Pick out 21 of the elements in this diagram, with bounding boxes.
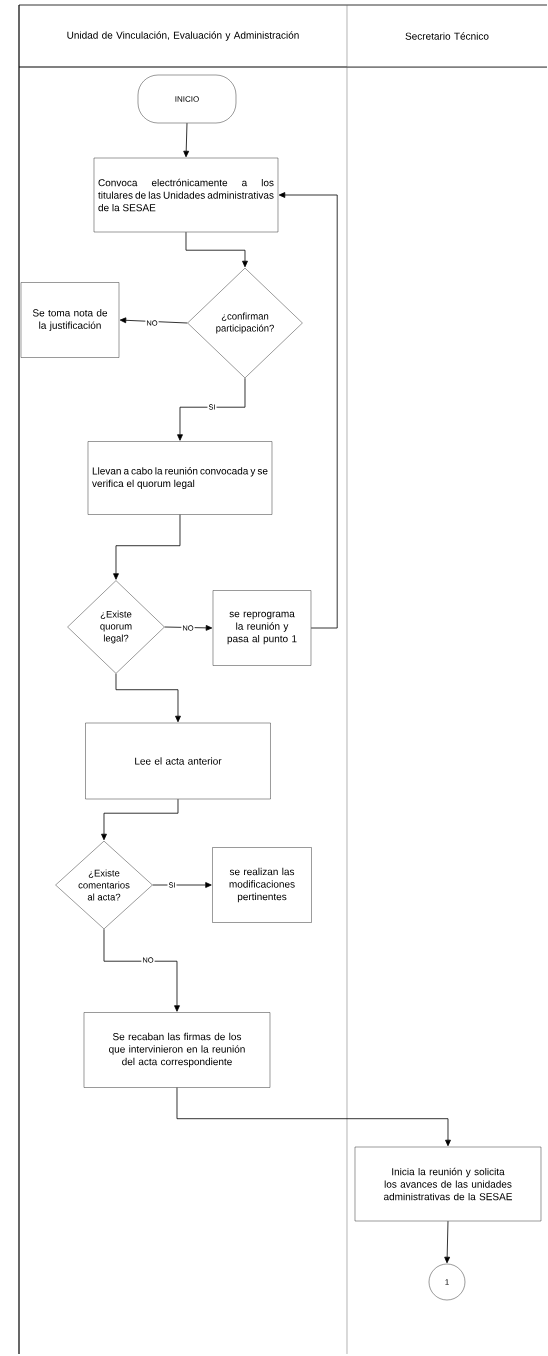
arrow <box>183 122 190 158</box>
arrow <box>103 928 180 1012</box>
process-box: Se recaban las firmas de los que intervinieron en la reunión del acta correspondiente <box>83 1012 271 1088</box>
arrow <box>115 673 181 723</box>
arrow <box>152 882 212 888</box>
arrow <box>176 1087 451 1147</box>
arrow <box>185 231 248 268</box>
process-box: Inicia la reunión y solicita los avances de las unidades administrativas de la SESAE <box>354 1146 542 1222</box>
process-box: Convoca electrónicamente a los titulares de las Unidades administrativas de la SESAE <box>93 157 279 233</box>
process-box: se reprograma la reunión y pasa al punto 1 <box>212 590 312 666</box>
process-box: Se toma nota de la justificación <box>20 282 120 358</box>
arrow <box>113 514 181 580</box>
arrow <box>119 317 188 324</box>
process-box: Llevan a cabo la reunión convocada y se verifica el quorum legal <box>87 441 273 515</box>
arrow <box>444 1220 451 1264</box>
arrow <box>278 192 338 629</box>
process-box: Lee el acta anterior <box>85 722 271 800</box>
arrow <box>177 377 246 441</box>
process-box: se realizan las modificaciones pertinentes <box>212 847 312 923</box>
arrow <box>164 625 213 631</box>
arrow <box>101 798 179 841</box>
